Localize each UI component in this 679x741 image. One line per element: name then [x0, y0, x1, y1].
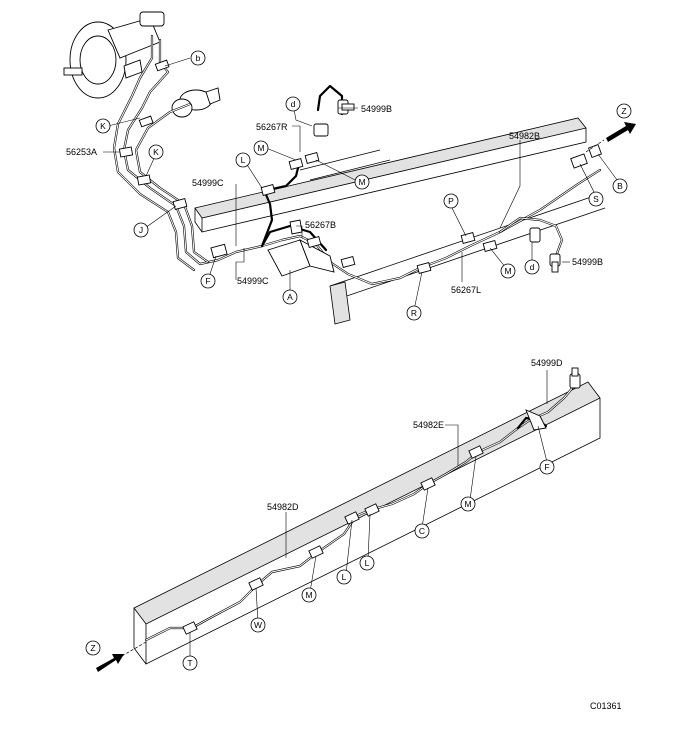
callout-f-bottom: F — [539, 459, 555, 475]
svg-text:F: F — [544, 462, 549, 472]
svg-text:L: L — [342, 572, 347, 582]
frame-rail-bottom — [133, 381, 601, 665]
svg-text:L: L — [365, 558, 370, 568]
callout-k-lower: K — [148, 144, 164, 160]
label-54999d: 54999D — [531, 358, 563, 368]
svg-text:M: M — [257, 143, 264, 153]
brake-booster — [63, 11, 165, 99]
part-labels-bottom: 54999D 54982E 54982D — [267, 358, 563, 512]
svg-text:Z: Z — [90, 643, 95, 653]
callout-l-bottom-left: L — [336, 569, 352, 585]
svg-text:d: d — [530, 262, 535, 272]
callout-p: P — [443, 193, 459, 209]
callout-w: W — [250, 617, 266, 633]
svg-text:B: B — [617, 181, 623, 191]
label-56267l: 56267L — [451, 285, 481, 295]
callout-c: C — [414, 523, 430, 539]
part-labels-top: 54999B 56267R 56253A 54999C 54999C 56267… — [66, 104, 603, 295]
clips-bottom — [182, 445, 484, 635]
label-54999b-lower: 54999B — [572, 257, 603, 267]
fittings-top — [313, 99, 561, 273]
svg-text:A: A — [287, 292, 293, 302]
svg-text:d: d — [291, 99, 296, 109]
svg-text:M: M — [305, 590, 312, 600]
callout-m-upper-left: M — [253, 140, 269, 156]
svg-text:R: R — [411, 308, 417, 318]
callout-r: R — [406, 305, 422, 321]
bottom-view: F M C L L M W T Z 54999D 54982E 54982D — [85, 358, 601, 672]
label-54982d: 54982D — [267, 502, 299, 512]
callout-m-lower: M — [500, 263, 516, 279]
svg-text:M: M — [358, 177, 365, 187]
svg-text:S: S — [593, 194, 599, 204]
callout-k-upper: K — [95, 118, 111, 134]
label-56253a: 56253A — [66, 147, 97, 157]
callout-z-upper: Z — [616, 103, 632, 119]
leader-lines-bottom — [189, 370, 548, 660]
callout-l-bottom-right: L — [359, 555, 375, 571]
label-54982e: 54982E — [413, 420, 444, 430]
callout-b-upper: B — [612, 178, 628, 194]
callout-b: b — [190, 50, 206, 66]
clips-top — [118, 59, 602, 274]
callout-m-bottom-left: M — [301, 587, 317, 603]
svg-text:K: K — [100, 121, 106, 131]
label-56267r: 56267R — [256, 122, 288, 132]
proportioning-valve — [171, 87, 221, 118]
callout-j: J — [133, 222, 149, 238]
callout-d-upper: d — [285, 96, 301, 112]
brake-pipe-bottom — [144, 367, 581, 642]
direction-arrow-bottom — [96, 654, 124, 672]
bracket-a — [267, 219, 335, 277]
callout-m-bottom-right: M — [460, 496, 476, 512]
callout-d-lower: d — [524, 259, 540, 275]
label-54999c-upper: 54999C — [192, 178, 224, 188]
brake-pipes-top — [112, 34, 602, 286]
svg-text:F: F — [205, 276, 210, 286]
svg-text:C: C — [419, 526, 425, 536]
top-view: b d K K M M L J F A R P M d S B Z 54999B… — [63, 11, 636, 325]
callout-f: F — [200, 273, 216, 289]
callouts-bottom: F M C L L M W T Z — [85, 459, 555, 671]
svg-text:T: T — [187, 658, 192, 668]
callout-z-bottom: Z — [85, 640, 101, 656]
label-54982b: 54982B — [509, 131, 540, 141]
callout-a: A — [282, 289, 298, 305]
svg-text:M: M — [504, 266, 511, 276]
callout-t: T — [182, 655, 198, 671]
svg-text:M: M — [464, 499, 471, 509]
svg-text:Z: Z — [621, 106, 626, 116]
label-54999c-lower: 54999C — [237, 276, 269, 286]
direction-arrow-top — [606, 122, 636, 142]
callout-l: L — [235, 152, 251, 168]
svg-text:J: J — [139, 225, 143, 235]
label-56267b: 56267B — [305, 220, 336, 230]
svg-text:L: L — [241, 155, 246, 165]
svg-text:b: b — [196, 53, 201, 63]
callout-m-upper-right: M — [354, 174, 370, 190]
svg-text:K: K — [153, 147, 159, 157]
figure-code: C01361 — [590, 701, 622, 711]
svg-text:P: P — [448, 196, 454, 206]
svg-text:W: W — [254, 620, 262, 630]
label-54999b-upper: 54999B — [361, 104, 392, 114]
leader-lines-top — [103, 57, 621, 311]
callouts-top: b d K K M M L J F A R P M d S B Z — [95, 50, 632, 321]
callout-s: S — [588, 191, 604, 207]
